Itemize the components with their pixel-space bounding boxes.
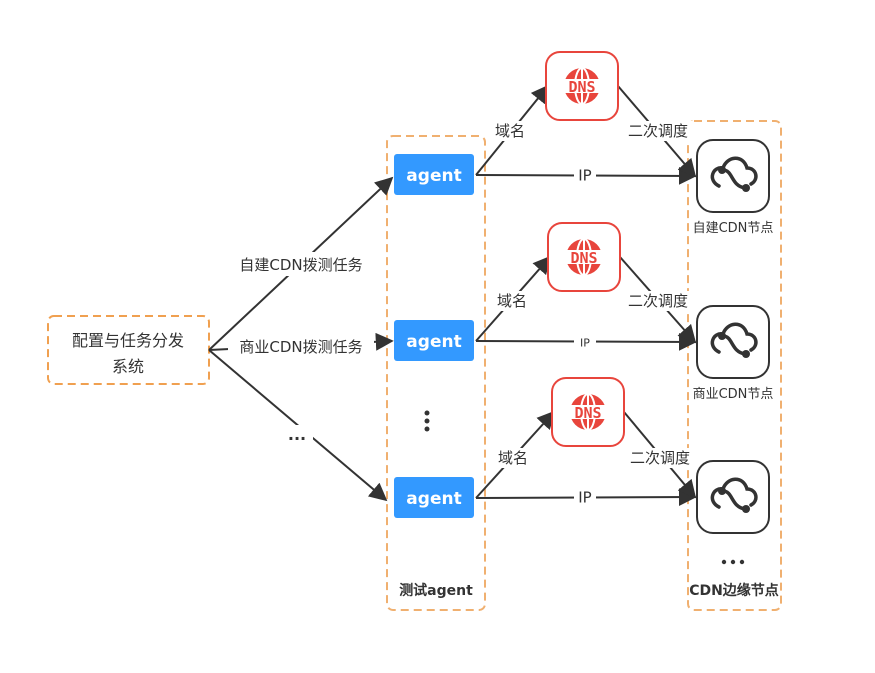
dispatch-edge-label: 二次调度 — [628, 122, 688, 140]
domain-edge-label: 域名 — [495, 122, 525, 140]
domain-edge-label: 域名 — [498, 449, 528, 467]
agent-group-container — [386, 135, 486, 611]
agent-node-3[interactable]: agent — [394, 477, 474, 518]
source-node[interactable]: 配置与任务分发 系统 — [47, 315, 210, 385]
cdn-more-ellipsis — [721, 559, 745, 565]
cdn-node-3[interactable] — [696, 460, 770, 534]
dispatch-edge-label: 二次调度 — [628, 292, 688, 310]
cloud-link-icon — [710, 322, 758, 358]
dns-globe-icon: DNS — [560, 238, 608, 276]
ip-edge-label: IP — [580, 337, 590, 350]
dns-node-2[interactable]: DNS — [547, 222, 621, 292]
dns-globe-icon: DNS — [564, 393, 612, 431]
route-row-2: DNS 商业CDN节点 域名 二次调度 IP — [475, 222, 774, 402]
domain-edge-label: 域名 — [497, 292, 527, 310]
dispatch-edge-label: 二次调度 — [630, 449, 690, 467]
task-label-commercial: 商业CDN拨测任务 — [239, 338, 362, 356]
source-label-line2: 系统 — [112, 357, 144, 376]
ip-edge-label: IP — [578, 167, 591, 185]
dns-label: DNS — [570, 249, 597, 267]
route-row-3: DNS 域名 二次调度 IP — [475, 377, 770, 534]
dns-label: DNS — [568, 78, 595, 96]
task-label-more: ... — [288, 425, 306, 444]
source-label-line1: 配置与任务分发 — [72, 331, 184, 350]
agent-node-1[interactable]: agent — [394, 154, 474, 195]
task-label-self-built: 自建CDN拨测任务 — [239, 256, 362, 274]
cdn-node-label: 自建CDN节点 — [693, 221, 774, 236]
dns-label: DNS — [574, 404, 601, 422]
agent-label: agent — [406, 489, 461, 509]
cloud-link-icon — [710, 477, 758, 513]
cdn-group-container — [687, 120, 782, 611]
dns-node-3[interactable]: DNS — [551, 377, 625, 447]
agent-label: agent — [406, 332, 461, 352]
cdn-node-2[interactable]: 商业CDN节点 — [693, 305, 774, 402]
route-row-1: DNS 自建CDN节点 域名 二次调度 IP — [475, 51, 774, 236]
cdn-group-title: CDN边缘节点 — [689, 582, 779, 599]
cloud-link-icon — [710, 156, 758, 192]
agent-more-ellipsis — [424, 410, 430, 432]
ip-edge-label: IP — [578, 489, 591, 507]
agent-node-2[interactable]: agent — [394, 320, 474, 361]
cdn-node-1[interactable]: 自建CDN节点 — [693, 139, 774, 236]
dns-node-1[interactable]: DNS — [545, 51, 619, 121]
dns-globe-icon: DNS — [558, 67, 606, 105]
agent-group-title: 测试agent — [399, 582, 473, 599]
cdn-node-label: 商业CDN节点 — [693, 387, 774, 402]
agent-label: agent — [406, 166, 461, 186]
